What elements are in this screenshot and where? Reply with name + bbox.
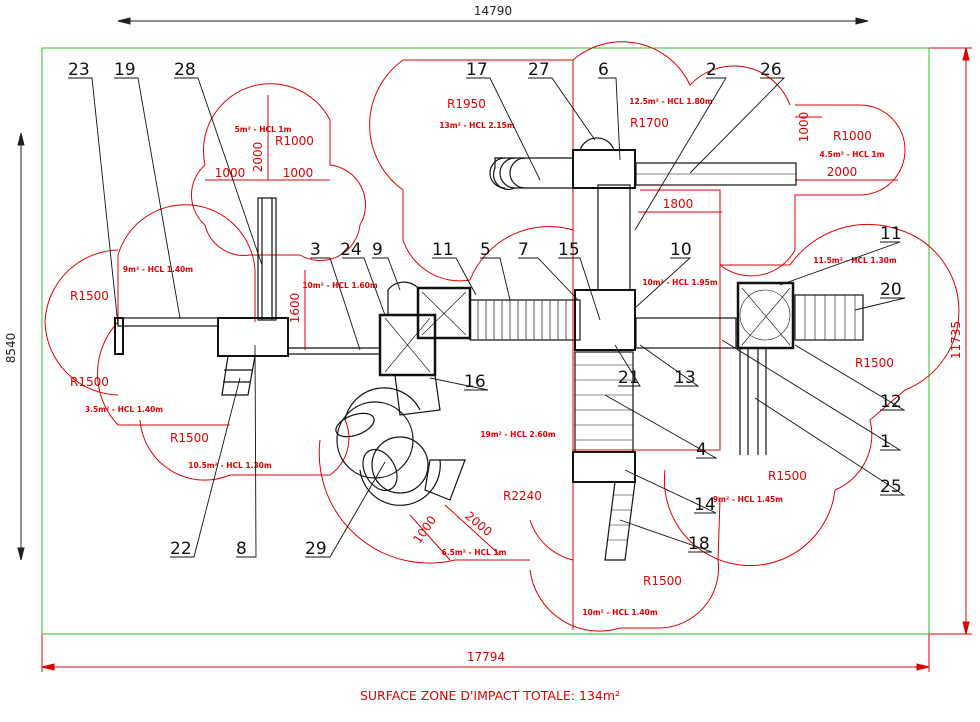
left-dimension-label: 8540 <box>4 333 18 364</box>
red-dim-label-2: 1000 <box>283 166 314 180</box>
callout-21: 21 <box>618 368 640 388</box>
top-dimension <box>117 17 869 25</box>
red-dim-label-1: 2000 <box>251 142 265 173</box>
red-dim-label-8: 2000 <box>462 509 494 539</box>
callout-22: 22 <box>170 539 192 559</box>
callout-11b: 11 <box>880 224 902 244</box>
zone-label-3: 10.5m² - HCL 1.30m <box>188 461 272 470</box>
red-dim-label-4: 1800 <box>663 197 694 211</box>
callout-20: 20 <box>880 280 902 300</box>
zone-label-1: 9m² - HCL 1.40m <box>123 265 193 274</box>
zone-label-2: 3.5m² - HCL 1.40m <box>85 405 163 414</box>
radius-label-1: R1500 <box>70 289 109 303</box>
zone-label-11: 9m² - HCL 1.45m <box>713 495 783 504</box>
left-dimension <box>17 132 25 561</box>
red-dim-label-7: 1000 <box>410 513 439 546</box>
callout-27: 27 <box>528 60 550 80</box>
callout-23: 23 <box>68 60 90 80</box>
callout-4: 4 <box>696 440 707 460</box>
callout-19: 19 <box>114 60 136 80</box>
zone-label-10: 19m² - HCL 2.60m <box>480 430 556 439</box>
zone-label-8: 10m² - HCL 1.95m <box>642 278 718 287</box>
zone-label-4: 10m² - HCL 1.60m <box>302 281 378 290</box>
callout-18: 18 <box>688 534 710 554</box>
right-dimension-label: 11735 <box>949 321 963 359</box>
callout-17: 17 <box>466 60 488 80</box>
radius-label-9: R1500 <box>768 469 807 483</box>
radius-label-2: R1500 <box>70 375 109 389</box>
zone-label-0: 5m² - HCL 1m <box>235 125 292 134</box>
callout-14: 14 <box>694 495 716 515</box>
callout-13: 13 <box>674 368 696 388</box>
zone-label-9: 11.5m² - HCL 1.30m <box>813 256 897 265</box>
bottom-dimension-label: 17794 <box>467 650 505 664</box>
impact-zones <box>44 41 960 632</box>
callout-7: 7 <box>518 240 529 260</box>
radius-label-7: R1500 <box>855 356 894 370</box>
red-dim-label-6: 2000 <box>827 165 858 179</box>
callout-24: 24 <box>340 240 362 260</box>
callout-9: 9 <box>372 240 383 260</box>
red-dim-label-0: 1000 <box>215 166 246 180</box>
callout-25: 25 <box>880 477 902 497</box>
zone-label-5: 13m² - HCL 2.15m <box>439 121 515 130</box>
callout-26: 26 <box>760 60 782 80</box>
zone-label-7: 4.5m² - HCL 1m <box>820 150 885 159</box>
callout-11: 11 <box>432 240 454 260</box>
callout-6: 6 <box>598 60 609 80</box>
callout-12: 12 <box>880 392 902 412</box>
callout-2: 2 <box>706 60 717 80</box>
total-surface-label: SURFACE ZONE D'IMPACT TOTALE: 134m² <box>360 688 620 703</box>
zone-label-6: 12.5m² - HCL 1.80m <box>629 97 713 106</box>
site-boundary <box>41 47 930 635</box>
callout-3: 3 <box>310 240 321 260</box>
callout-16: 16 <box>464 372 486 392</box>
callout-15: 15 <box>558 240 580 260</box>
top-dimension-label: 14790 <box>474 4 512 18</box>
radius-label-10: R1500 <box>643 574 682 588</box>
radius-label-6: R1000 <box>833 129 872 143</box>
bottom-dimension <box>41 634 930 672</box>
red-dimension-lines <box>205 95 898 561</box>
callout-29: 29 <box>305 539 327 559</box>
callout-8: 8 <box>236 539 247 559</box>
radius-label-5: R1700 <box>630 116 669 130</box>
callout-5: 5 <box>480 240 491 260</box>
red-dim-label-3: 1600 <box>288 293 302 324</box>
radius-label-3: R1500 <box>170 431 209 445</box>
zone-label-12: 6.5m² - HCL 1m <box>442 548 507 557</box>
zone-label-13: 10m² - HCL 1.40m <box>582 608 658 617</box>
radius-label-0: R1000 <box>275 134 314 148</box>
right-dimension <box>929 47 972 635</box>
callout-10: 10 <box>670 240 692 260</box>
radius-label-4: R1950 <box>447 97 486 111</box>
red-dim-label-5: 1000 <box>797 112 811 143</box>
callout-1: 1 <box>880 432 891 452</box>
radius-label-8: R2240 <box>503 489 542 503</box>
callout-28: 28 <box>174 60 196 80</box>
